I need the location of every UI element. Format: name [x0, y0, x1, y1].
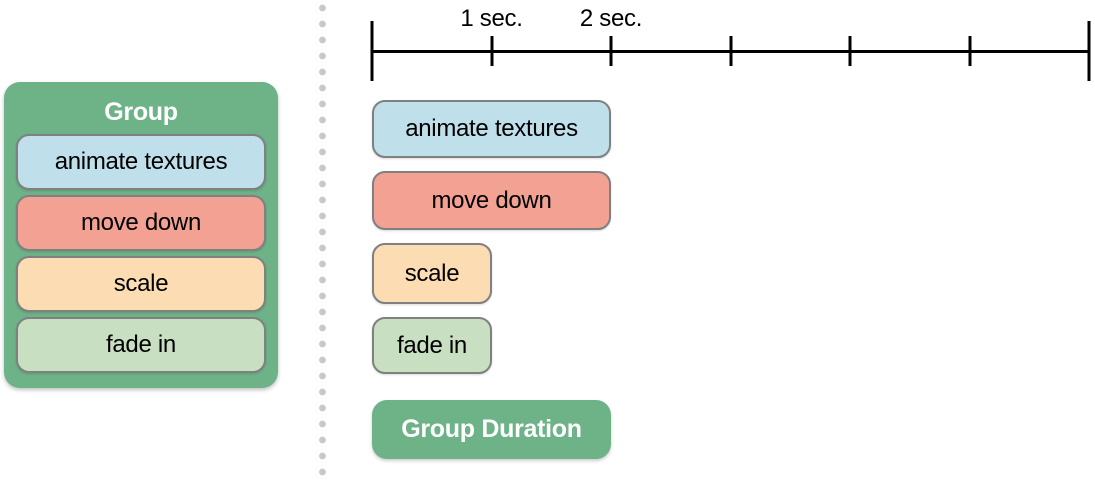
timeline-tick-label: 1 sec.: [460, 5, 523, 32]
timeline-tick: [968, 36, 971, 66]
schedule-bar-animate-textures: animate textures: [372, 100, 611, 158]
timeline-tick: [370, 21, 374, 81]
group-action-scale: scale: [16, 256, 266, 312]
timeline-tick: [848, 36, 852, 66]
group-action-fade-in: fade in: [16, 317, 266, 373]
schedule-bar-move-down: move down: [372, 171, 611, 230]
timeline-tick: [729, 36, 732, 66]
schedule-bar-group-duration: Group Duration: [372, 400, 611, 459]
group-action-move-down: move down: [16, 195, 266, 251]
dotted-divider: [318, 0, 327, 482]
group-title: Group: [104, 97, 178, 126]
timeline: 1 sec. 2 sec.: [370, 0, 1091, 90]
timeline-tick: [609, 36, 613, 66]
schedule-bar-fade-in: fade in: [372, 317, 492, 374]
timeline-tick: [490, 36, 493, 66]
timeline-tick: [1087, 21, 1091, 81]
timeline-tick-label: 2 sec.: [579, 5, 643, 32]
group-action-animate-textures: animate textures: [16, 134, 266, 190]
schedule-bar-scale: scale: [372, 243, 492, 304]
